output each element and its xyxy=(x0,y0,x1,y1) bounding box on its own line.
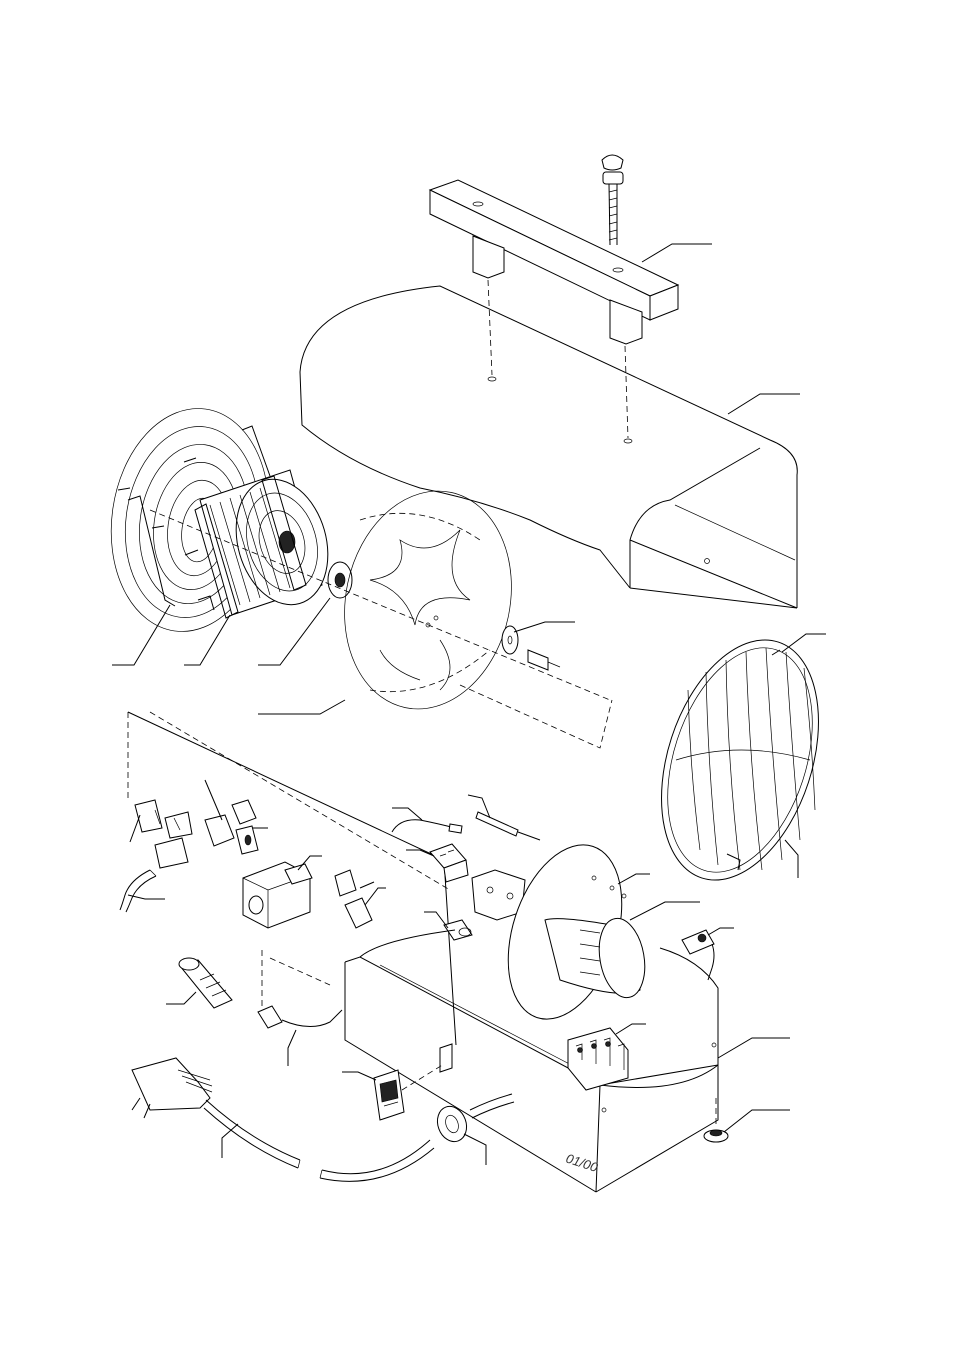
upper-housing xyxy=(299,285,798,609)
fan-screw xyxy=(527,649,561,671)
revision-mark: 01/00 xyxy=(564,1151,600,1176)
leader-upper-housing xyxy=(727,393,800,415)
leader-fan-coupling xyxy=(258,597,331,666)
leader-solenoid-valve xyxy=(297,855,322,871)
handle-mount-line-right xyxy=(624,345,629,439)
ignition-electrode xyxy=(475,811,541,841)
sensor-clip xyxy=(443,919,473,941)
burner-tube xyxy=(178,957,343,1029)
terminal-block xyxy=(567,1027,629,1091)
leader-ignition-electrode xyxy=(467,794,491,819)
leader-handle xyxy=(641,243,712,263)
leader-washer xyxy=(513,621,575,633)
leader-fan-blade xyxy=(258,699,346,715)
leader-front-guard-top xyxy=(781,633,826,653)
fan-center-line xyxy=(459,684,613,749)
leader-front-guard-bottom xyxy=(784,839,799,878)
motor xyxy=(184,469,329,619)
gas-assembly-line xyxy=(127,711,451,891)
leader-power-cord xyxy=(221,1123,239,1158)
power-cord xyxy=(131,1057,515,1182)
fan-blade xyxy=(344,490,512,710)
gas-inlet-pipe xyxy=(119,869,157,913)
leader-burner-nozzle xyxy=(364,887,386,906)
leader-ignition-unit xyxy=(406,849,435,857)
switch-mount-line xyxy=(401,1063,445,1091)
leader-chamber-screw xyxy=(617,873,650,885)
leader-terminal-block xyxy=(615,1023,646,1035)
cable-grommet xyxy=(436,1105,468,1143)
leader-gas-fitting-b xyxy=(204,779,223,821)
piezo-igniter xyxy=(681,929,715,981)
gas-fitting xyxy=(134,799,257,869)
leader-gas-fitting-a xyxy=(129,814,141,843)
leader-burner-wire xyxy=(287,1029,297,1066)
fan-axis-line xyxy=(149,509,611,701)
ignition-unit xyxy=(429,843,469,883)
leader-rear-guard xyxy=(112,604,171,666)
leader-piezo-igniter xyxy=(707,927,734,936)
handle-screw xyxy=(602,171,624,246)
leader-cable-grommet xyxy=(463,1133,487,1165)
front-guard xyxy=(661,639,819,881)
thermocouple xyxy=(391,819,463,834)
solenoid-valve xyxy=(242,861,313,929)
leader-thermocouple xyxy=(392,807,423,821)
leader-gas-inlet-pipe xyxy=(127,894,165,900)
leader-burner-tube xyxy=(166,991,197,1005)
fan-coupling xyxy=(327,561,353,599)
handle xyxy=(428,179,680,345)
leader-lower-housing xyxy=(717,1037,790,1059)
burner-axis-line xyxy=(269,957,331,986)
hose-connector xyxy=(235,825,259,855)
handle-mount-line-left xyxy=(487,279,493,376)
washer xyxy=(501,625,519,655)
leader-motor xyxy=(184,614,231,666)
foot xyxy=(703,1129,729,1143)
handle-cap xyxy=(601,154,624,171)
leader-foot xyxy=(723,1109,790,1133)
burner-nozzle xyxy=(334,869,375,929)
leader-combustion-chamber xyxy=(629,901,700,921)
power-switch xyxy=(373,1069,405,1121)
leader-sensor-clip xyxy=(424,911,449,929)
leader-power-switch xyxy=(342,1071,377,1081)
combustion-chamber xyxy=(507,844,646,1020)
